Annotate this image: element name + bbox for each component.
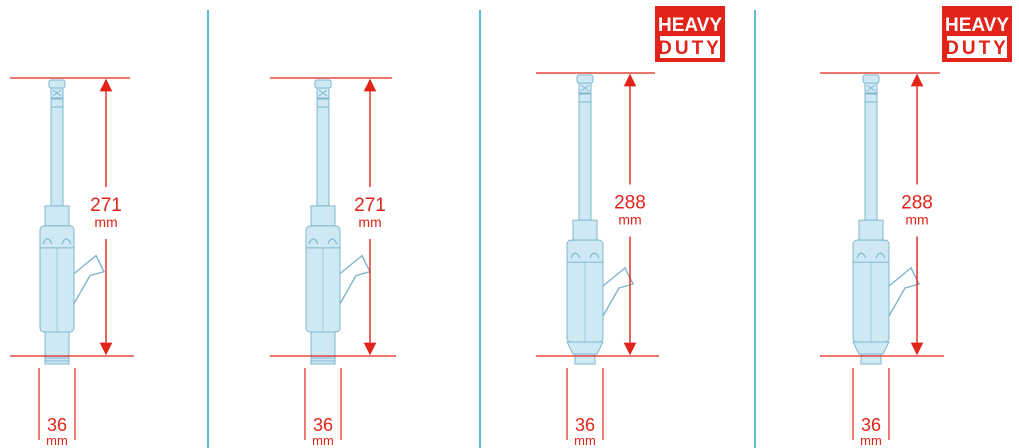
grip-vents [42,238,72,245]
throttle-lever [339,254,372,304]
collet-mark [52,89,62,97]
diameter-value: 36 [47,415,67,435]
collet-mark [318,89,328,97]
diameter-unit: mm [46,433,68,448]
collet-mark [580,84,590,92]
diameter-unit: mm [574,433,596,448]
diameter-unit: mm [860,433,882,448]
length-unit: mm [358,214,381,230]
spindle [50,106,64,207]
length-value: 271 [90,195,122,216]
length-unit: mm [905,212,928,228]
collet-lower [50,98,64,108]
throttle-lever [602,266,635,317]
length-unit: mm [94,214,117,230]
grip-vents [856,252,886,259]
exhaust-end [852,341,890,355]
spindle [316,106,330,207]
diameter-unit: mm [312,433,334,448]
neck [44,205,70,227]
collet-lower [864,93,878,103]
exhaust-end [566,341,604,355]
air-inlet [860,353,882,365]
grip-vents [308,238,338,245]
length-value: 288 [614,193,646,214]
spindle [864,101,878,221]
collet-nut [576,74,594,84]
badge-inner-panel [947,36,1007,58]
collet-nut [314,79,332,89]
badge-top-text: HEAVY [658,15,722,36]
air-inlet [574,353,596,365]
badge-top-text: HEAVY [945,15,1009,36]
collet-lower [316,98,330,108]
collet-nut [862,74,880,84]
badge-bottom-text: DUTY [658,38,722,59]
air-inlet [310,331,336,365]
neck [858,219,884,241]
diameter-value: 36 [861,415,881,435]
badge-inner-panel [660,36,720,58]
badge-bottom-text: DUTY [945,38,1009,59]
air-inlet [44,331,70,365]
throttle-lever [888,266,921,317]
throttle-lever [73,254,106,304]
collet-mark [866,84,876,92]
collet-nut [48,79,66,89]
length-value: 271 [354,195,386,216]
diameter-value: 36 [575,415,595,435]
length-value: 288 [901,193,933,214]
diameter-value: 36 [313,415,333,435]
neck [572,219,598,241]
spindle [578,101,592,221]
collet-lower [578,93,592,103]
grip-vents [570,252,600,259]
length-unit: mm [618,212,641,228]
neck [310,205,336,227]
